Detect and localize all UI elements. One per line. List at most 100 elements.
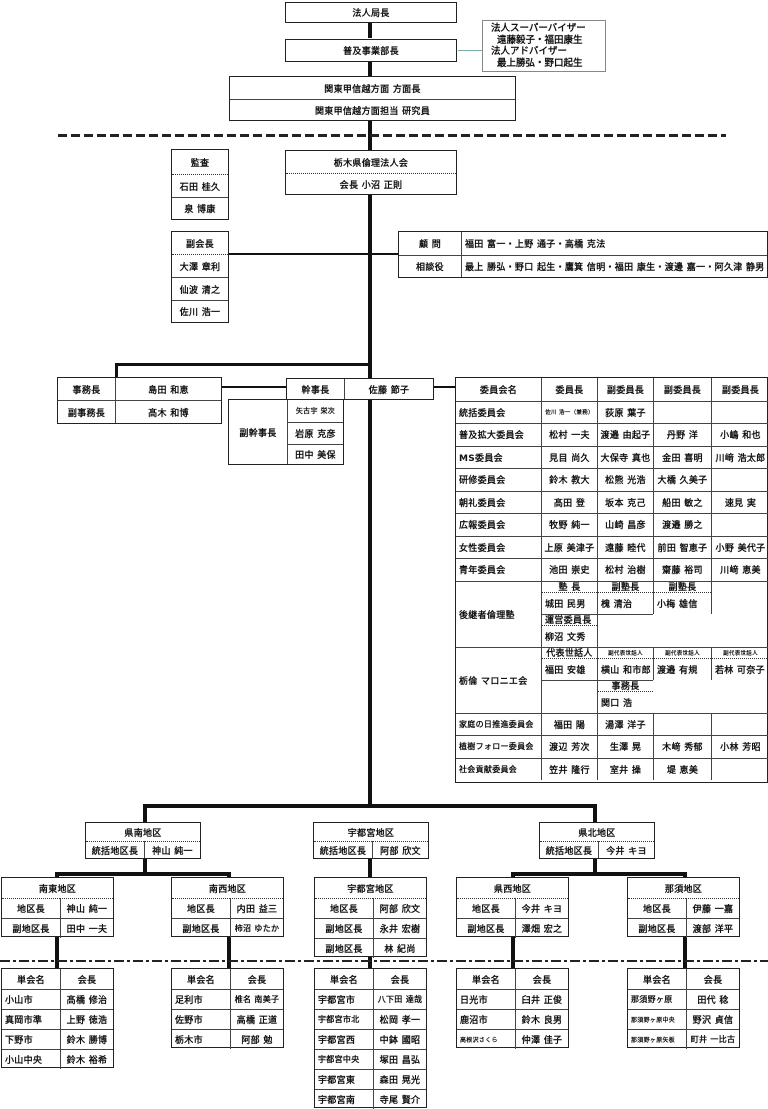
- secretary-connector: [222, 386, 288, 388]
- unit-chair: 森田 晃光: [373, 1069, 426, 1089]
- executive-name: 佐藤 節子: [344, 379, 433, 399]
- counsel-role: 相談役: [399, 255, 461, 277]
- committee-cell: 小林 芳昭: [711, 735, 768, 758]
- committee-cell: 山崎 昌彦: [597, 513, 653, 536]
- committee-cell: 齋藤 裕司: [653, 558, 711, 581]
- advisors-box: 法人スーパーバイザー 遠藤毅子・福田康生 法人アドバイザー 最上勝弘・野口起生: [482, 20, 606, 72]
- marronnier-name: 若林 可奈子: [711, 657, 768, 680]
- unit-name: 宇都宮市: [315, 989, 373, 1009]
- unit-header: 単会名: [187, 975, 215, 986]
- marronnier-role: 副代表世話人: [653, 646, 711, 658]
- area-name: 県北地区: [578, 828, 616, 839]
- unit-name: 宇都宮東: [315, 1069, 373, 1089]
- committee-cell: 統括委員会: [456, 400, 541, 424]
- committee-connector: [433, 386, 457, 388]
- committee-cell: [711, 757, 768, 780]
- committee-header: 副委員長: [711, 378, 768, 401]
- district-box: 南西地区地区長内田 益三副地区長柿沼 ゆたか: [171, 877, 284, 938]
- committee-cell: 青年委員会: [456, 558, 541, 581]
- vice-president-title: 副会長: [186, 239, 214, 250]
- district-member: 内田 益三: [230, 898, 283, 918]
- unit-name: 宇都宮市北: [315, 1009, 373, 1029]
- unit-header: 単会名: [643, 975, 671, 986]
- committee-cell: 木﨑 秀郁: [653, 735, 711, 758]
- committee-header: 委員会名: [479, 385, 518, 396]
- district-member: 阿部 欣文: [373, 898, 426, 918]
- region-box: 関東甲信越方面 方面長 関東甲信越方面担当 研究員: [229, 76, 516, 121]
- committee-cell: 女性委員会: [456, 535, 541, 559]
- corp-president: 会長 小沼 正則: [286, 173, 456, 194]
- unit-table: 単会名会長宇都宮市八下田 達哉宇都宮市北松岡 孝一宇都宮西中鉢 國昭宇都宮中央塚…: [314, 968, 427, 1109]
- committee-cell: 大保寺 真也: [597, 445, 653, 468]
- unit-chair: 椎名 南美子: [230, 989, 283, 1009]
- unit-chair: 仲澤 佳子: [515, 1029, 568, 1049]
- unit-name: 下野市: [2, 1029, 60, 1049]
- committee-cell: 荻原 葉子: [597, 400, 653, 423]
- district-member: 渡部 洋平: [686, 918, 739, 938]
- committee-cell: 速見 実: [711, 490, 768, 513]
- juku-name: 槐 清治: [597, 591, 653, 614]
- committee-cell: 朝礼委員会: [456, 490, 541, 514]
- vice-executive-name: 矢古宇 栄次: [287, 400, 343, 422]
- juku-ops-name: 柳沼 文秀: [541, 624, 597, 647]
- unit-header: 会長: [686, 969, 739, 989]
- staff-connector: [115, 363, 370, 366]
- vice-executive-name: 岩原 克彦: [287, 422, 343, 444]
- committee-cell: 家庭の日推進委員会: [456, 712, 541, 736]
- committee-cell: 渡辺 芳次: [541, 735, 597, 758]
- unit-name: 宇都宮中央: [315, 1049, 373, 1069]
- advisor-line: 最上勝弘・野口起生: [497, 57, 583, 69]
- advisor-connector: [458, 50, 488, 51]
- committee-cell: 上原 美津子: [541, 535, 597, 558]
- committee-name: 栃倫 マロニエ会: [456, 646, 541, 713]
- committee-cell: 笠井 隆行: [541, 757, 597, 780]
- marronnier-name: 渡邉 有規: [653, 657, 711, 680]
- committee-name: 後継者倫理塾: [456, 580, 541, 647]
- marronnier-sec-role: 事務長: [597, 679, 653, 691]
- unit-header: 単会名: [17, 975, 45, 986]
- area-box: 県南地区統括地区長神山 純一: [85, 822, 201, 859]
- district-connector: [593, 858, 597, 874]
- unit-chair: 田代 稔: [686, 989, 739, 1009]
- advisor-line: 遠藤毅子・福田康生: [497, 34, 583, 46]
- vp-connector: [228, 253, 400, 255]
- district-name: 南東地区: [38, 884, 77, 895]
- separator-dashdot: [0, 960, 768, 962]
- committee-cell: 渡邉 由起子: [597, 423, 653, 446]
- region-researcher-label: 関東甲信越方面担当 研究員: [230, 99, 515, 120]
- vice-executive-box: 副幹事長 矢古宇 栄次 岩原 克彦 田中 美保: [228, 399, 344, 465]
- committee-cell: 室井 操: [597, 757, 653, 780]
- committee-header: 副委員長: [653, 378, 711, 401]
- district-connector: [55, 872, 231, 876]
- region-head-label: 関東甲信越方面 方面長: [324, 84, 421, 95]
- unit-connector: [511, 932, 515, 968]
- unit-name: 足利市: [172, 989, 230, 1009]
- area-name: 宇都宮地区: [347, 828, 395, 839]
- district-member: 林 紀尚: [373, 938, 426, 958]
- unit-table: 単会名会長足利市椎名 南美子佐野市高橋 正道栃木市阿部 勉: [171, 968, 284, 1049]
- district-connector: [143, 858, 147, 874]
- unit-header: 会長: [373, 969, 426, 989]
- advisor-line: 法人スーパーバイザー: [491, 23, 586, 34]
- committee-header: 副委員長: [597, 378, 653, 401]
- advisor-line: 法人アドバイザー: [491, 46, 568, 57]
- main-trunk-line: [368, 62, 372, 76]
- unit-name: 佐野市: [172, 1009, 230, 1029]
- unit-name: 鹿沼市: [457, 1009, 515, 1029]
- district-name: 那須地区: [664, 884, 703, 895]
- committee-cell: [541, 679, 597, 713]
- executive-role: 幹事長: [301, 385, 330, 396]
- unit-name: 那須野ヶ原中央: [628, 1009, 686, 1029]
- committee-cell: [711, 400, 768, 423]
- committee-cell: 小野 美代子: [711, 535, 768, 558]
- unit-header: 会長: [230, 969, 283, 989]
- district-box: 南東地区地区長神山 純一副地区長田中 一夫: [1, 877, 114, 938]
- marronnier-name: 横山 和市郎: [597, 657, 653, 680]
- committee-cell: [711, 513, 768, 536]
- unit-name: 小山市: [2, 989, 60, 1009]
- district-name: 宇都宮地区: [347, 884, 394, 895]
- auditor-title: 監査: [190, 158, 210, 169]
- unit-table: 単会名会長小山市髙橋 修治真岡市準上野 徳浩下野市鈴木 勝博小山中央鈴木 裕希: [1, 968, 114, 1069]
- secretariat-name: 島田 和恵: [115, 378, 221, 400]
- area-name: 県南地区: [124, 828, 162, 839]
